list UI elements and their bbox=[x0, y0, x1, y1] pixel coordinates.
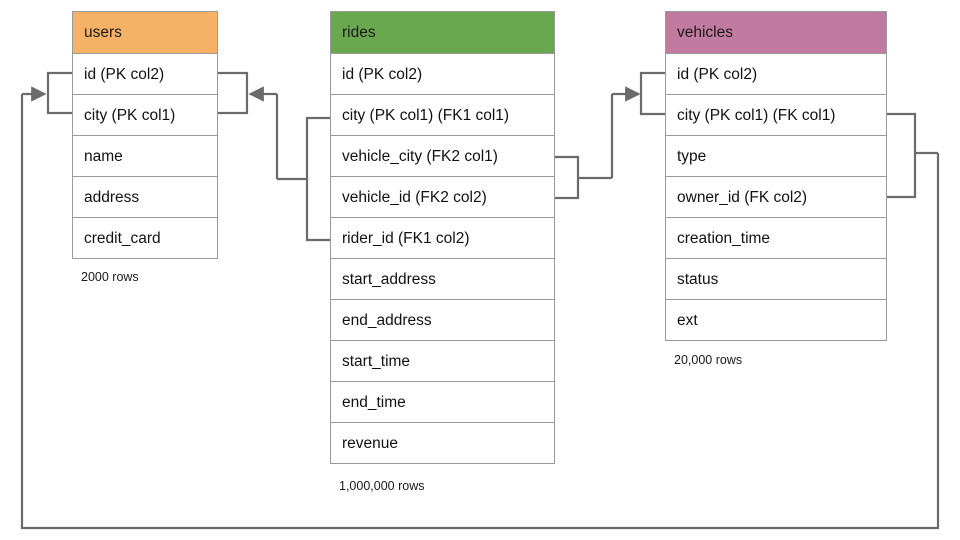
field-users-id[interactable]: id (PK col2) bbox=[73, 54, 217, 95]
field-vehicles-creation-time[interactable]: creation_time bbox=[666, 218, 886, 259]
entity-table-rides[interactable]: rides id (PK col2) city (PK col1) (FK1 c… bbox=[330, 11, 555, 464]
field-rides-id[interactable]: id (PK col2) bbox=[331, 54, 554, 95]
field-vehicles-owner-id[interactable]: owner_id (FK col2) bbox=[666, 177, 886, 218]
field-rides-start-time[interactable]: start_time bbox=[331, 341, 554, 382]
entity-table-users[interactable]: users id (PK col2) city (PK col1) name a… bbox=[72, 11, 218, 259]
field-rides-end-address[interactable]: end_address bbox=[331, 300, 554, 341]
field-rides-start-address[interactable]: start_address bbox=[331, 259, 554, 300]
field-rides-vehicle-id[interactable]: vehicle_id (FK2 col2) bbox=[331, 177, 554, 218]
field-vehicles-ext[interactable]: ext bbox=[666, 300, 886, 341]
entity-header-vehicles: vehicles bbox=[666, 12, 886, 54]
field-rides-vehicle-city[interactable]: vehicle_city (FK2 col1) bbox=[331, 136, 554, 177]
field-vehicles-id[interactable]: id (PK col2) bbox=[666, 54, 886, 95]
field-users-address[interactable]: address bbox=[73, 177, 217, 218]
entity-header-rides: rides bbox=[331, 12, 554, 54]
field-users-city[interactable]: city (PK col1) bbox=[73, 95, 217, 136]
field-rides-end-time[interactable]: end_time bbox=[331, 382, 554, 423]
entity-table-vehicles[interactable]: vehicles id (PK col2) city (PK col1) (FK… bbox=[665, 11, 887, 341]
row-count-users: 2000 rows bbox=[81, 270, 139, 284]
field-users-name[interactable]: name bbox=[73, 136, 217, 177]
field-users-credit-card[interactable]: credit_card bbox=[73, 218, 217, 259]
field-vehicles-type[interactable]: type bbox=[666, 136, 886, 177]
row-count-rides: 1,000,000 rows bbox=[339, 479, 425, 493]
field-vehicles-status[interactable]: status bbox=[666, 259, 886, 300]
field-rides-revenue[interactable]: revenue bbox=[331, 423, 554, 464]
connector-rides-vehicle-to-vehicles bbox=[555, 71, 665, 200]
entity-header-users: users bbox=[73, 12, 217, 54]
field-rides-city[interactable]: city (PK col1) (FK1 col1) bbox=[331, 95, 554, 136]
field-vehicles-city[interactable]: city (PK col1) (FK col1) bbox=[666, 95, 886, 136]
row-count-vehicles: 20,000 rows bbox=[674, 353, 743, 367]
connector-rides-rider-to-users bbox=[218, 71, 330, 242]
field-rides-rider-id[interactable]: rider_id (FK1 col2) bbox=[331, 218, 554, 259]
